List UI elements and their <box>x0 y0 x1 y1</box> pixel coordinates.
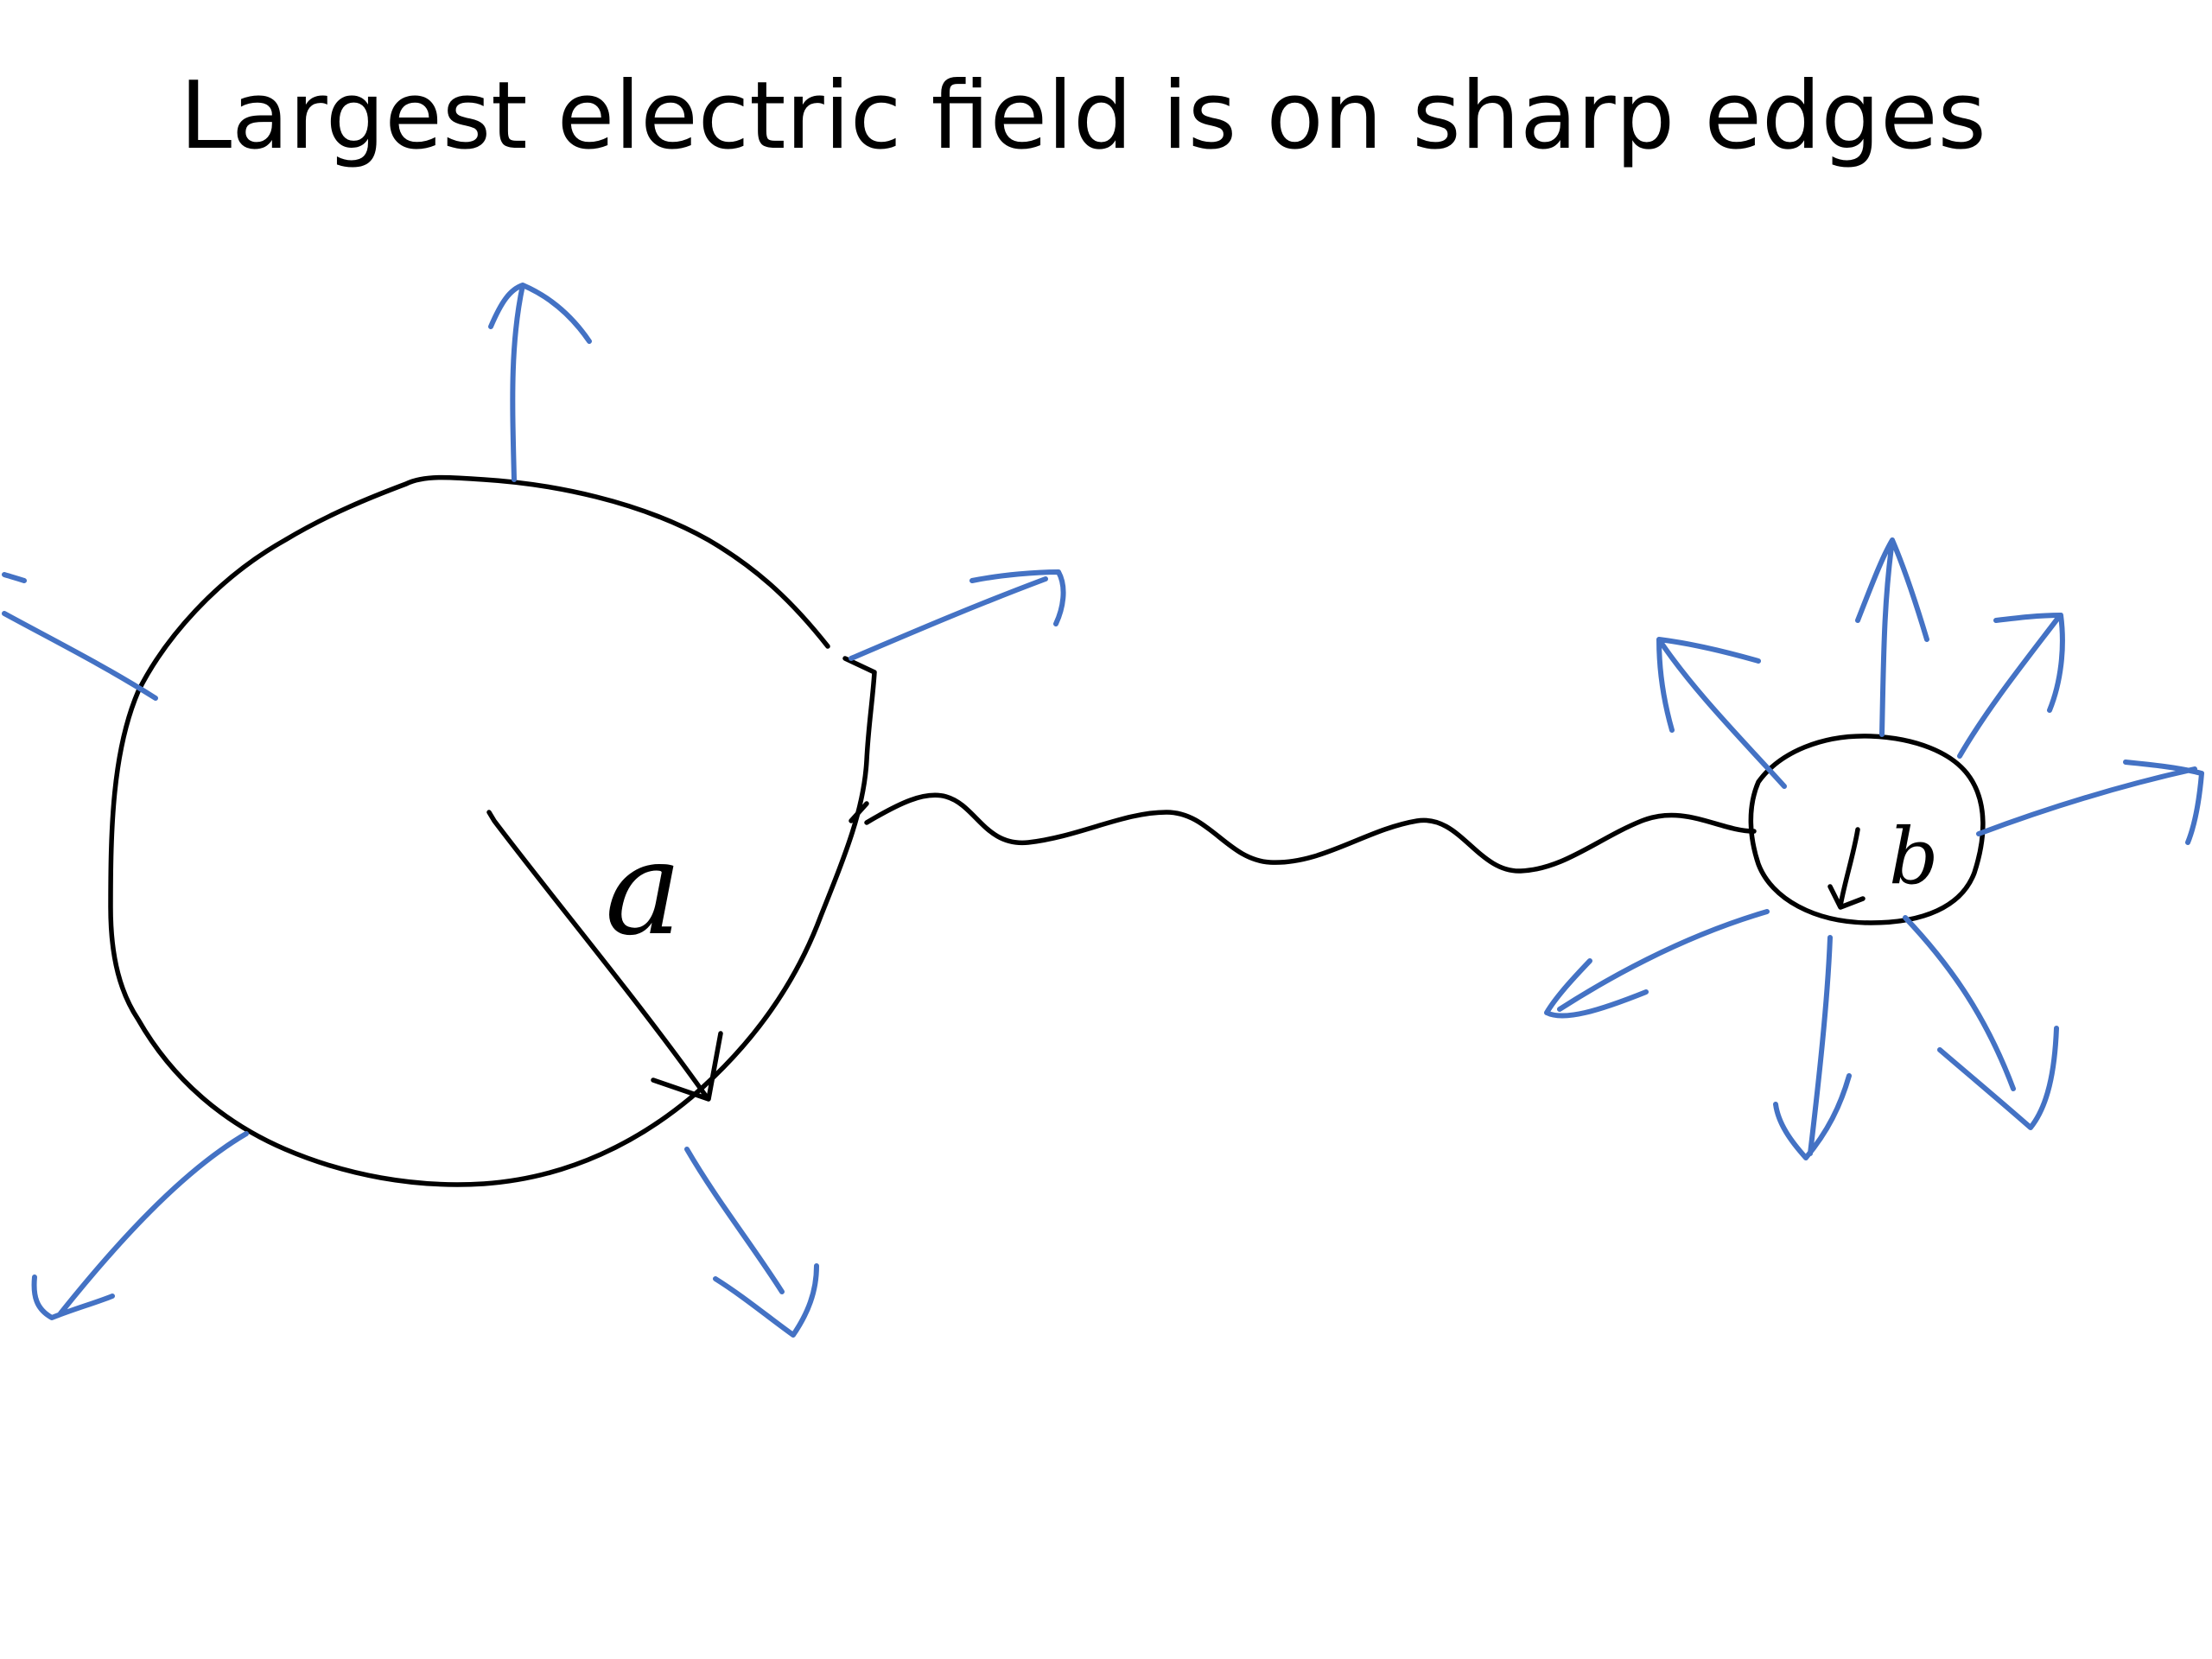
radius-a-arrowhead <box>651 1031 723 1102</box>
field-arrow-small-right <box>1976 760 2204 845</box>
field-arrow-large-top <box>488 283 592 482</box>
small-sphere-field-lines <box>1544 537 2204 1160</box>
connecting-wire <box>864 792 1757 874</box>
field-arrow-small-top <box>1855 537 1929 737</box>
field-arrow-small-lower-left <box>1544 909 1770 1019</box>
large-sphere-notch-tip <box>849 801 869 823</box>
field-arrow-small-upper-left <box>1656 637 1787 789</box>
field-arrow-small-lower-right <box>1903 915 2059 1130</box>
small-sphere-outline <box>1748 734 1986 925</box>
slide-title: Largest electric field is on sharp edges <box>180 62 1986 170</box>
radius-a-label: a <box>605 814 682 964</box>
radius-b-label: b <box>1889 811 1939 902</box>
field-arrow-large-lower-right <box>684 1147 819 1338</box>
radius-a-arrow-line <box>486 810 709 1100</box>
field-arrow-large-lower-left <box>31 1131 249 1320</box>
small-sphere-radius-b-arrow <box>1827 827 1866 910</box>
field-arrow-small-upper-right <box>1957 613 2065 759</box>
field-arrow-large-upper-left <box>2 572 158 701</box>
field-arrow-large-upper-right <box>849 569 1066 661</box>
field-arrow-small-bottom <box>1773 935 1852 1160</box>
large-sphere-field-lines <box>2 283 1066 1338</box>
large-sphere-outline <box>108 474 877 1187</box>
